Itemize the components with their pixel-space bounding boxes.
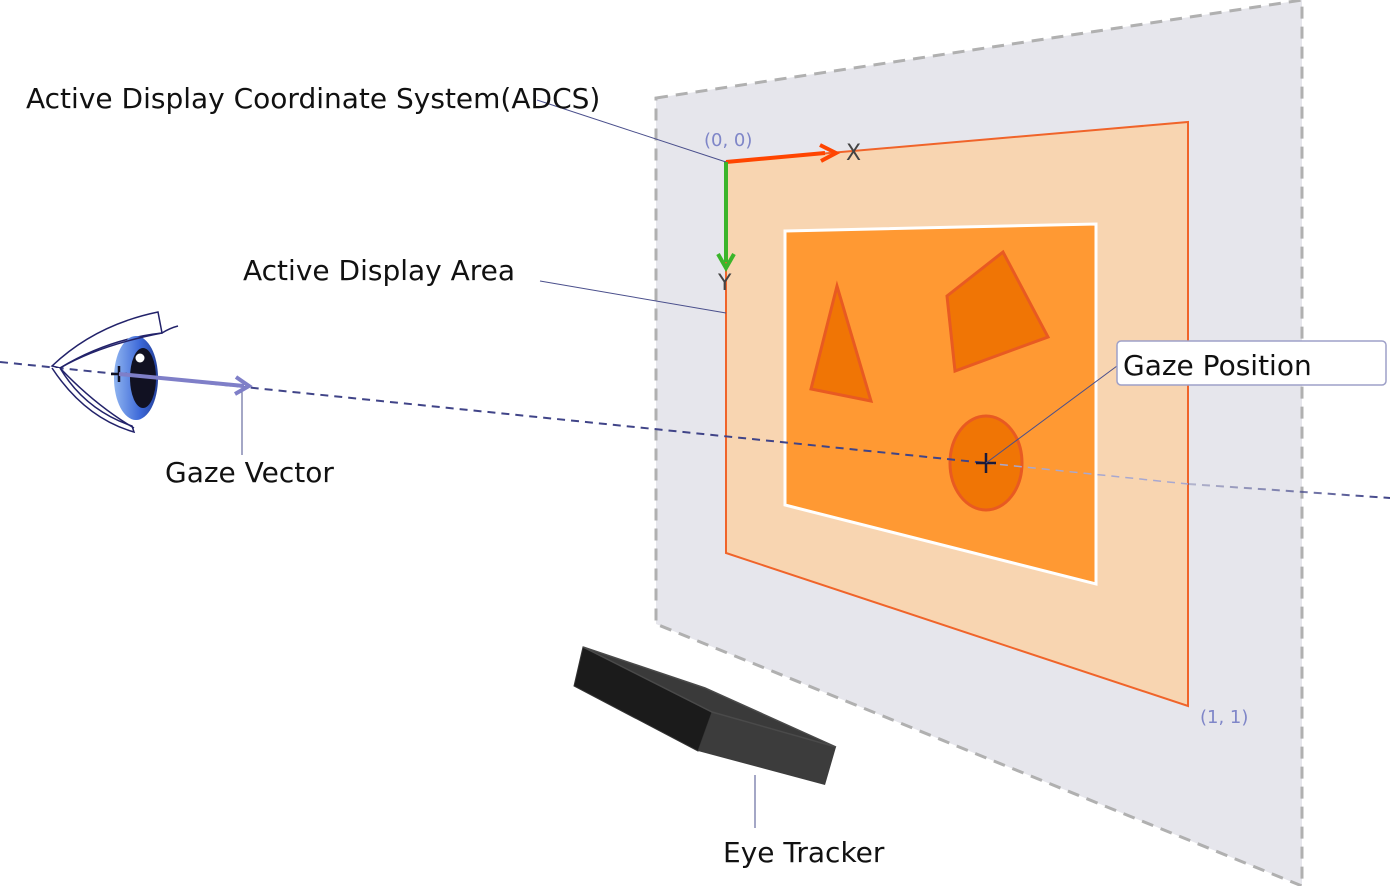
gaze-position-label: Gaze Position	[1123, 349, 1312, 382]
gaze-line	[0, 361, 987, 464]
eye-tracker-device	[573, 646, 837, 785]
active-display-area-label: Active Display Area	[243, 254, 515, 287]
y-axis-arrow	[716, 162, 736, 273]
eye-icon	[50, 311, 179, 434]
active-area-leader	[539, 280, 727, 314]
adcs-label: Active Display Coordinate System(ADCS)	[26, 82, 600, 115]
y-axis-label: Y	[717, 271, 732, 296]
gaze-line-continuation-dark	[1187, 483, 1390, 499]
x-axis-label: X	[846, 141, 861, 166]
gaze-vector-label: Gaze Vector	[165, 456, 334, 489]
origin-coordinate: (0, 0)	[704, 130, 752, 151]
adcs-leader	[536, 99, 727, 163]
eye-tracker-label: Eye Tracker	[723, 836, 885, 869]
gaze-line-continuation	[985, 462, 1189, 485]
corner-coordinate: (1, 1)	[1200, 707, 1248, 728]
gaze-position-box	[1116, 340, 1387, 386]
triangle-shape	[809, 280, 874, 403]
gaze-vector-arrow	[118, 372, 253, 396]
gaze-position-leader	[985, 365, 1118, 464]
x-axis-arrow	[725, 143, 841, 164]
quadrilateral-shape	[945, 249, 1051, 374]
